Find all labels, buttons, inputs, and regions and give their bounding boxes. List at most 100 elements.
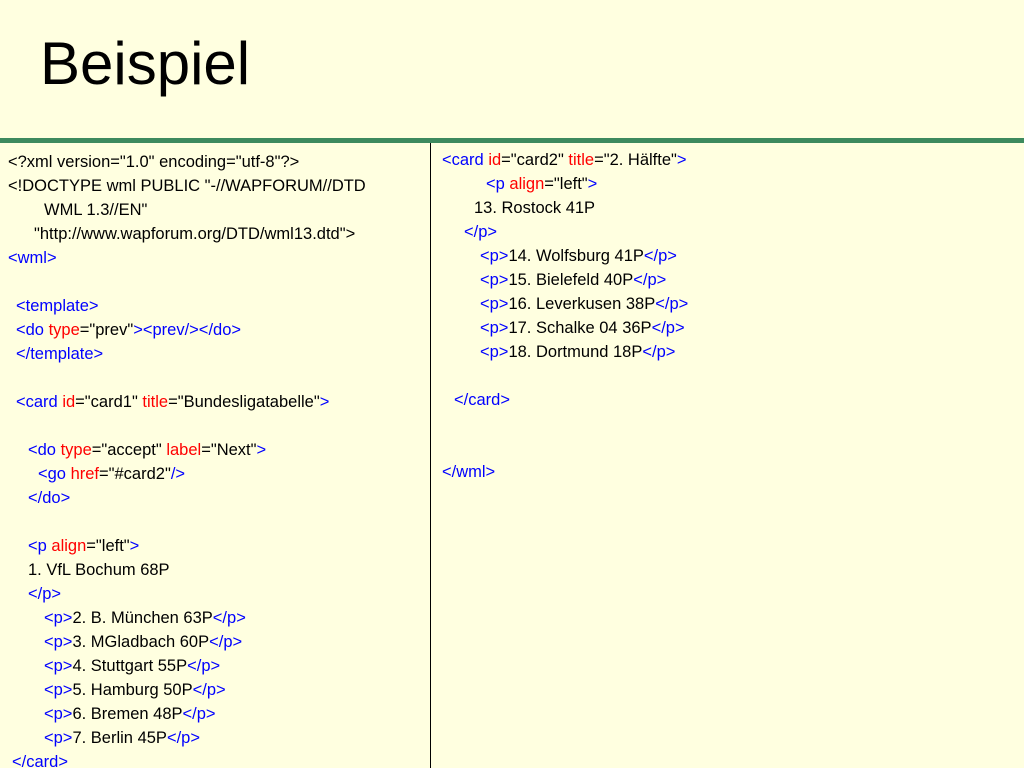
code-line: <p>14. Wolfsburg 41P</p> [442,244,688,268]
code-line: </card> [442,388,688,412]
slide-title: Beispiel [40,30,251,97]
code-text: <?xml version="1.0" encoding="utf-8"?> [8,153,300,171]
code-text: ="#card2" [99,465,171,483]
code-tag: <p [28,537,52,555]
code-text: 17. Schalke 04 36P [508,319,652,337]
code-line: 1. VfL Bochum 68P [8,558,366,582]
code-tag: /> [170,465,186,483]
code-text: 13. Rostock 41P [474,199,596,217]
code-text: ="accept" [91,441,167,459]
code-attribute: id [488,151,502,169]
code-tag: </p> [28,585,62,603]
code-tag: <p> [480,343,509,361]
code-line [442,364,688,388]
code-line: <p>2. B. München 63P</p> [8,606,366,630]
code-tag: </p> [187,657,221,675]
code-attribute: align [509,175,545,193]
code-line: <template> [8,294,366,318]
code-tag: ><prev/></do> [133,321,242,339]
code-tag: <p> [480,271,509,289]
code-tag: > [587,175,598,193]
code-attribute: label [166,441,202,459]
code-attribute: href [70,465,100,483]
code-tag: </p> [182,705,216,723]
code-tag: <template> [16,297,99,315]
code-text: ="card2" [501,151,569,169]
code-line: <!DOCTYPE wml PUBLIC "-//WAPFORUM//DTD [8,174,366,198]
code-line: <p>3. MGladbach 60P</p> [8,630,366,654]
code-tag: > [256,441,267,459]
code-tag: <p> [44,681,73,699]
code-tag: <p> [44,633,73,651]
code-text: ="2. Hälfte" [594,151,677,169]
code-text: 2. B. München 63P [72,609,213,627]
code-line [442,436,688,460]
code-line: <p>17. Schalke 04 36P</p> [442,316,688,340]
code-tag: </p> [192,681,226,699]
title-divider [0,138,1024,143]
code-line: <p>16. Leverkusen 38P</p> [442,292,688,316]
code-text: ="Next" [201,441,257,459]
code-text: ="left" [544,175,588,193]
right-code-block: <card id="card2" title="2. Hälfte"><p al… [442,148,688,484]
code-line [8,366,366,390]
code-tag: > [676,151,687,169]
code-text: 6. Bremen 48P [72,705,183,723]
code-attribute: align [51,537,87,555]
code-line [8,510,366,534]
code-text: 14. Wolfsburg 41P [508,247,644,265]
left-code-block: <?xml version="1.0" encoding="utf-8"?> <!… [8,150,366,768]
code-text: 3. MGladbach 60P [72,633,210,651]
code-tag: </p> [655,295,689,313]
code-attribute: title [568,151,595,169]
code-text: WML 1.3//EN" [44,201,148,219]
code-tag: </p> [166,729,200,747]
code-line [442,412,688,436]
code-line: </wml> [442,460,688,484]
code-attribute: title [142,393,169,411]
code-line: <wml> [8,246,366,270]
code-line: 13. Rostock 41P [442,196,688,220]
code-text: 5. Hamburg 50P [72,681,193,699]
code-tag: > [129,537,140,555]
code-line: <p>18. Dortmund 18P</p> [442,340,688,364]
code-text: 15. Bielefeld 40P [508,271,634,289]
code-line: <do type="prev"><prev/></do> [8,318,366,342]
code-tag: <wml> [8,249,57,267]
code-tag: </p> [651,319,685,337]
code-tag: </template> [16,345,104,363]
code-tag: </p> [212,609,246,627]
code-tag: </p> [642,343,676,361]
code-tag: </wml> [442,463,496,481]
code-tag: </p> [209,633,243,651]
code-line: <p align="left"> [442,172,688,196]
code-text: 4. Stuttgart 55P [72,657,188,675]
code-line: <p>7. Berlin 45P</p> [8,726,366,750]
code-line: <?xml version="1.0" encoding="utf-8"?> [8,150,366,174]
code-text: ="card1" [75,393,143,411]
code-text: 7. Berlin 45P [72,729,167,747]
code-tag: <p> [480,295,509,313]
code-attribute: id [62,393,76,411]
code-text: ="Bundesligatabelle" [168,393,320,411]
code-attribute: type [60,441,92,459]
code-text: 18. Dortmund 18P [508,343,643,361]
code-line: </do> [8,486,366,510]
code-tag: <p> [44,705,73,723]
code-tag: </p> [464,223,498,241]
code-line: <go href="#card2"/> [8,462,366,486]
code-line: <card id="card1" title="Bundesligatabell… [8,390,366,414]
code-tag: </p> [643,247,677,265]
code-line [8,270,366,294]
code-text: ="left" [86,537,130,555]
code-line: <do type="accept" label="Next"> [8,438,366,462]
code-tag: </card> [454,391,510,409]
code-line: "http://www.wapforum.org/DTD/wml13.dtd"> [8,222,366,246]
code-text: <!DOCTYPE wml PUBLIC "-//WAPFORUM//DTD [8,177,366,195]
code-tag: <p [486,175,510,193]
code-tag: <card [16,393,63,411]
code-tag: <go [38,465,71,483]
code-line: </p> [442,220,688,244]
code-tag: <card [442,151,489,169]
column-divider [430,143,431,768]
